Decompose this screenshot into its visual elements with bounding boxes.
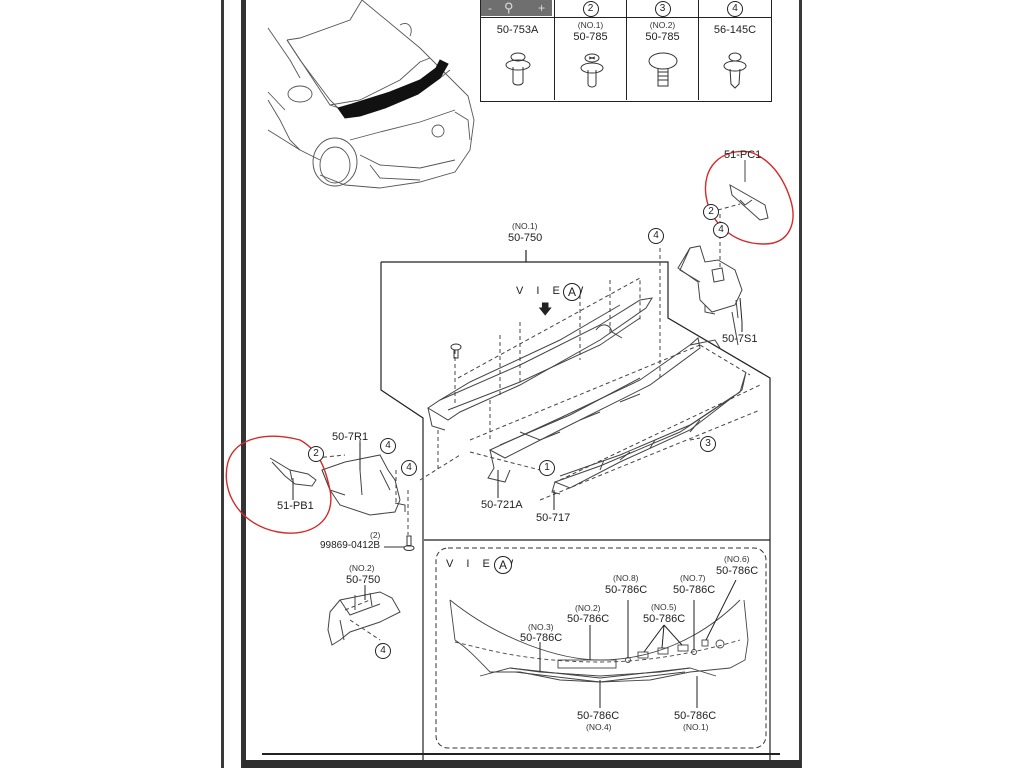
clip-no3-part: 50-786C — [520, 632, 563, 644]
clip-no4-sub: (NO.4) — [586, 722, 612, 732]
clip-no5-part: 50-786C — [643, 613, 686, 625]
clip-no2-part: 50-786C — [567, 613, 610, 625]
fastener-part-number: 56-145C — [713, 24, 757, 36]
cowl-grille-2-label: 50-717 — [536, 512, 571, 524]
clip-no6-sub: (NO.6) — [724, 554, 750, 564]
cowl-grille-middle — [487, 337, 721, 483]
main-panel-sub-label: (NO.1) — [512, 221, 538, 231]
fastener-col-header: 2 — [555, 0, 626, 18]
rivet-clip-icon — [723, 52, 747, 89]
fastener-part-number: 50-753A — [496, 24, 539, 36]
highlight-circle-left — [225, 435, 332, 534]
screw-fastener — [450, 343, 462, 359]
bolt-part-label: 99869-0412B — [320, 540, 381, 551]
bolt-fastener — [384, 535, 415, 551]
bolt-qty-label: (2) — [370, 530, 381, 540]
ref-circle-2: 2 — [308, 446, 324, 462]
upper-cowl-panel — [427, 297, 653, 431]
ref-circle: 4 — [727, 1, 743, 17]
ref-circle-4: 4 — [401, 460, 417, 476]
vehicle-illustration — [267, 0, 475, 189]
clip-no3-sub: (NO.3) — [528, 622, 554, 632]
fastener-part-number: 50-785 — [645, 31, 680, 43]
main-panel-part-label: 50-750 — [508, 232, 543, 244]
push-clip-icon — [505, 52, 531, 86]
page-bottom-rule — [262, 753, 780, 755]
view-a-letter-circle: A — [563, 283, 581, 301]
clip-no8-part: 50-786C — [605, 584, 648, 596]
magnifier-zoom-icon[interactable]: ⚲ — [504, 0, 514, 15]
mushroom-clip-icon — [648, 52, 678, 87]
label-leaders — [292, 297, 743, 600]
view-a-leaders — [539, 579, 737, 708]
fastener-col-header — [481, 0, 554, 18]
right-bracket-label: 51-PC1 — [724, 149, 762, 161]
fastener-col-1: 50-753A — [481, 0, 555, 100]
dashed-guides — [315, 203, 761, 641]
fastener-sub-number: (NO.2) — [649, 20, 676, 30]
screw-clip-icon — [580, 53, 604, 88]
clip-no7-part: 50-786C — [673, 584, 716, 596]
clip-no1-part: 50-786C — [674, 710, 717, 722]
view-a-frame — [435, 547, 767, 749]
viewer-zoom-toolbar: - ⚲ + — [480, 0, 552, 16]
cowl-grille-1-label: 50-721A — [481, 499, 523, 511]
page-bottom-bar — [243, 760, 801, 768]
clip-no6-part: 50-786C — [716, 565, 759, 577]
zoom-out-button[interactable]: - — [488, 1, 492, 15]
ref-circle-4: 4 — [648, 228, 664, 244]
right-bracket — [729, 160, 769, 221]
highlight-circle-right — [704, 150, 794, 245]
view-a-cowl-outline — [449, 599, 749, 683]
lower-panel — [327, 585, 401, 646]
right-housing — [677, 245, 743, 346]
ref-circle: 3 — [654, 1, 671, 17]
fastener-sub-number: (NO.1) — [577, 20, 604, 30]
highlight-marks — [225, 150, 794, 534]
ref-circle-2: 2 — [703, 204, 719, 220]
ref-circle-3: 3 — [700, 436, 716, 452]
fastener-col-4: 4 56-145C — [699, 0, 771, 100]
cowl-highlight — [337, 59, 449, 119]
zoom-in-button[interactable]: + — [538, 1, 546, 15]
fastener-col-header: 4 — [699, 0, 771, 18]
clip-no2-sub: (NO.2) — [575, 603, 601, 613]
right-housing-label: 50-7S1 — [722, 333, 758, 345]
view-a-title: V I E W — [446, 558, 519, 570]
fastener-col-2: 2 (NO.1) 50-785 — [555, 0, 627, 100]
ref-circle-4: 4 — [375, 643, 391, 659]
left-housing-label: 50-7R1 — [332, 431, 369, 443]
ref-circle-4: 4 — [380, 438, 396, 454]
viewer-border-left — [221, 0, 224, 768]
clip-no1-sub: (NO.1) — [683, 722, 709, 732]
lower-panel-sub-label: (NO.2) — [349, 563, 375, 573]
fastener-table: 50-753A 2 (NO.1) 50-785 3 (NO.2) 50-785 … — [480, 0, 772, 102]
fastener-col-3: 3 (NO.2) 50-785 — [627, 0, 699, 100]
view-a-title-circle: A — [494, 556, 512, 574]
main-panel-frame — [380, 250, 771, 760]
ref-circle: 2 — [582, 1, 599, 17]
fastener-part-number: 50-785 — [573, 31, 608, 43]
view-direction-arrow-icon: 🡇 — [538, 301, 553, 317]
cowl-grille-lower — [551, 371, 747, 495]
fastener-col-header: 3 — [627, 0, 698, 18]
clip-no5-sub: (NO.5) — [651, 602, 677, 612]
lower-panel-part-label: 50-750 — [346, 574, 381, 586]
ref-circle-1: 1 — [539, 460, 555, 476]
clip-no7-sub: (NO.7) — [680, 573, 706, 583]
clip-no8-sub: (NO.8) — [613, 573, 639, 583]
view-a-arrow-label: V I E W — [516, 285, 589, 297]
page-border-left — [241, 0, 246, 768]
clip-no4-part: 50-786C — [577, 710, 620, 722]
page-border-right — [799, 0, 802, 768]
left-bracket-label: 51-PB1 — [277, 500, 314, 512]
ref-circle-4: 4 — [713, 222, 729, 238]
